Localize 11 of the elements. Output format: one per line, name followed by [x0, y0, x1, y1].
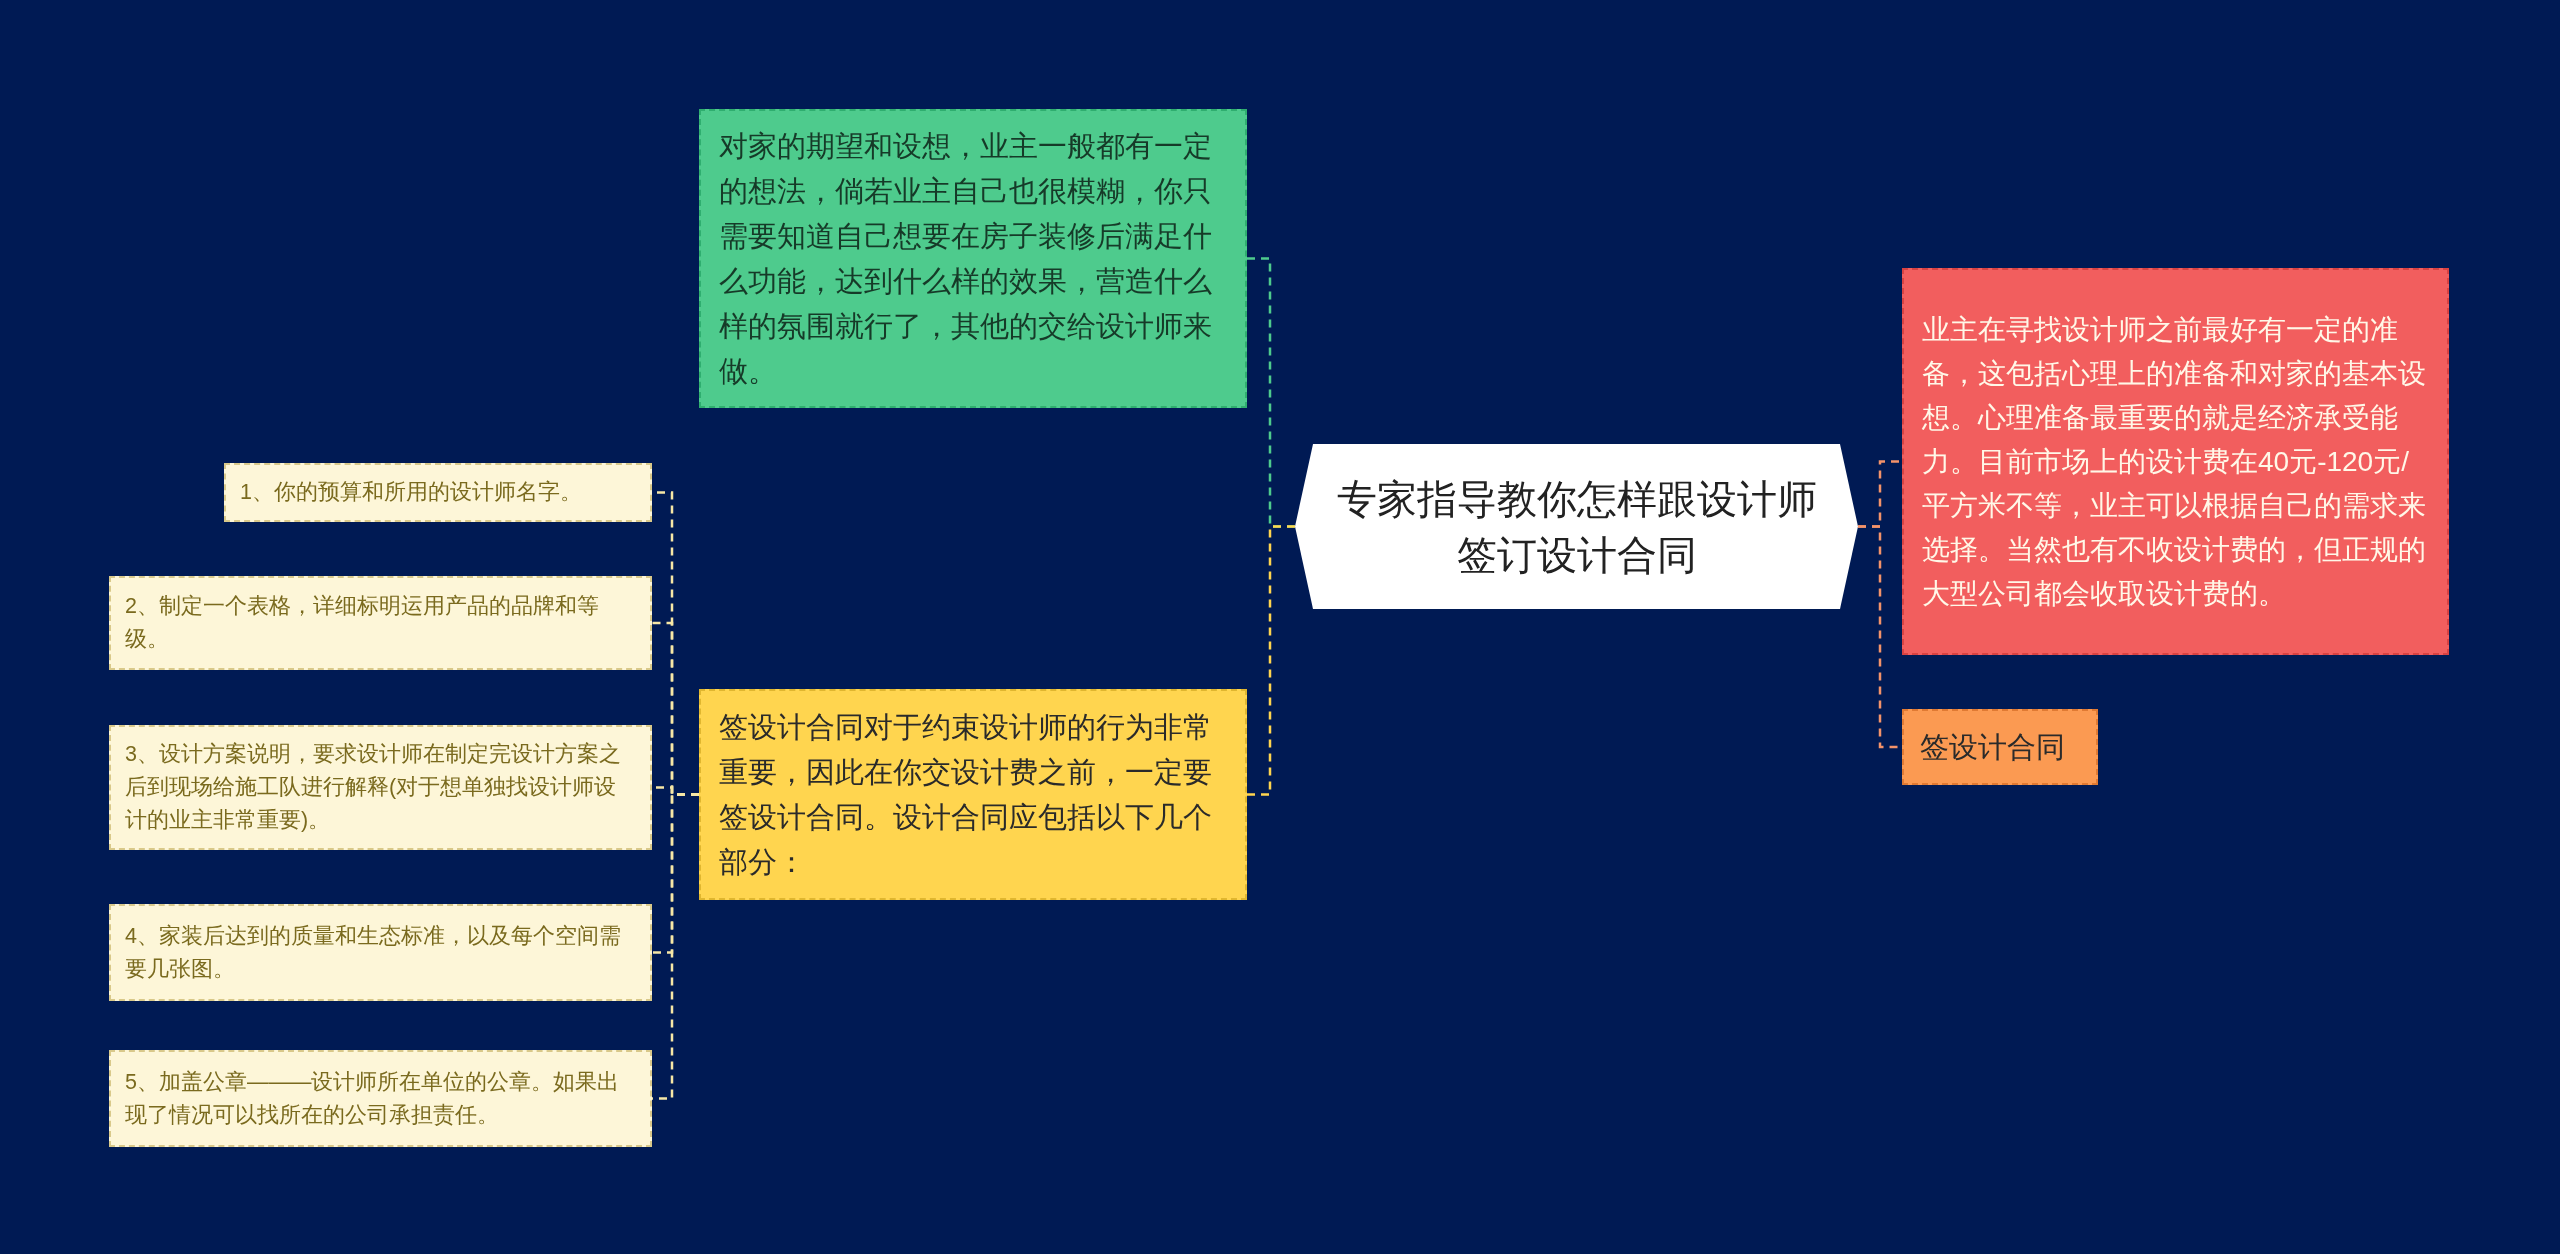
item-box: 4、家装后达到的质量和生态标准，以及每个空间需要几张图。	[109, 904, 652, 1001]
tag-box: 签设计合同	[1902, 709, 2098, 785]
topic-hexagon: 专家指导教你怎样跟设计师签订设计合同	[1295, 444, 1858, 609]
note-box: 签设计合同对于约束设计师的行为非常重要，因此在你交设计费之前，一定要签设计合同。设计合同应包括以下几个部分：	[699, 689, 1247, 900]
item-box: 3、设计方案说明，要求设计师在制定完设计方案之后到现场给施工队进行解释(对于想单独找设计师设计的业主非常重要)。	[109, 725, 652, 850]
item-box: 5、加盖公章———设计师所在单位的公章。如果出现了情况可以找所在的公司承担责任。	[109, 1050, 652, 1147]
item-box: 1、你的预算和所用的设计师名字。	[224, 463, 652, 522]
note-box: 业主在寻找设计师之前最好有一定的准备，这包括心理上的准备和对家的基本设想。心理准备最重要的就是经济承受能力。目前市场上的设计费在40元-120元/平方米不等，业主可以根据自己的需求来选择。当然也有不收设计费的，但正规的大型公司都会收取设计费的。	[1902, 268, 2449, 655]
connector-line	[1247, 525, 1295, 796]
note-box: 对家的期望和设想，业主一般都有一定的想法，倘若业主自己也很模糊，你只需要知道自己想要在房子装修后满足什么功能，达到什么样的效果，营造什么样的氛围就行了，其他的交给设计师来做。	[699, 109, 1247, 408]
item-box: 2、制定一个表格，详细标明运用产品的品牌和等级。	[109, 576, 652, 670]
